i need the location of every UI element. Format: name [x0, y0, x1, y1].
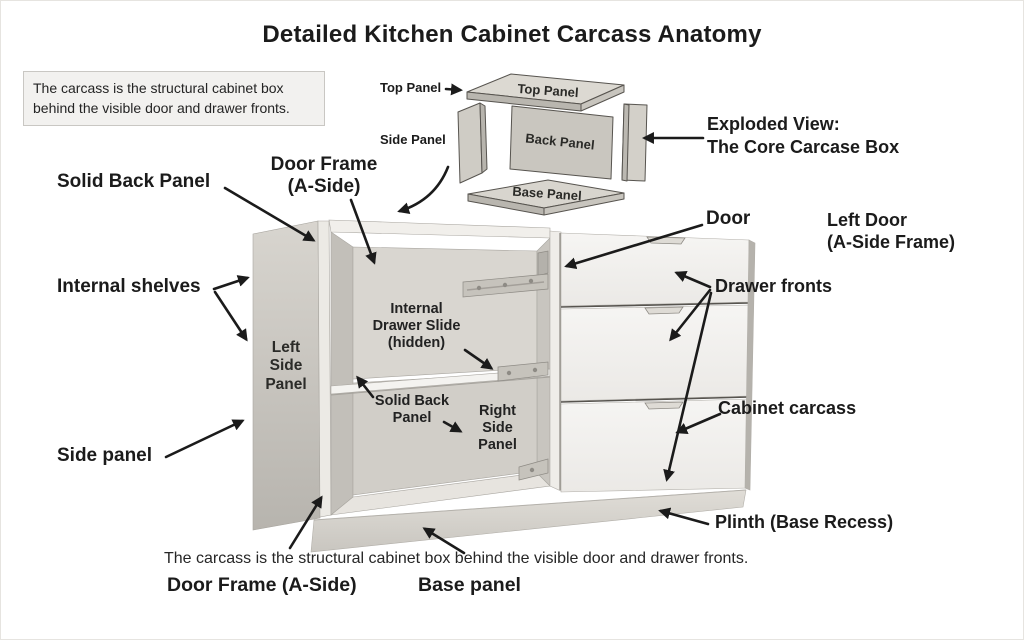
callout-cabinet-carcass: Cabinet carcass: [718, 398, 857, 418]
exploded-view-heading: Exploded View: The Core Carcase Box: [707, 114, 900, 158]
cabinet-divider-stile: [549, 230, 562, 492]
callout-side-panel: Side panel: [57, 445, 153, 466]
footer-base-panel-label: Base panel: [418, 574, 521, 596]
cabinet-interior-left-wall: [330, 231, 354, 516]
callout-internal-shelves: Internal shelves: [57, 276, 201, 297]
drawer-slide-middle: [497, 361, 549, 382]
drawer-slide-upper: [462, 250, 549, 298]
cabinet-solid-back-panel-text: Solid Back Panel: [374, 393, 450, 427]
drawer-slide-lower: [518, 458, 549, 481]
cabinet-top-rail: [328, 219, 551, 239]
plinth-top-edge: [313, 489, 747, 521]
callout-left-door: Left Door (A-Side Frame): [827, 210, 956, 252]
exploded-back-panel: [509, 105, 614, 180]
drawer-gap-1: [560, 302, 750, 308]
cabinet-internal-drawer-slide-text: Internal Drawer Slide (hidden): [372, 301, 461, 352]
drawer-handle-2: [644, 306, 684, 315]
info-box: The carcass is the structural cabinet bo…: [23, 71, 325, 127]
callout-solid-back-panel: Solid Back Panel: [57, 171, 211, 192]
drawer-handle-1: [646, 236, 686, 245]
drawer-handle-3: [644, 401, 684, 410]
footer-caption: The carcass is the structural cabinet bo…: [164, 550, 749, 567]
cabinet-right-edge: [744, 239, 756, 491]
page-title: Detailed Kitchen Cabinet Carcass Anatomy: [262, 21, 762, 48]
exploded-side-panel-pointer-label: Side Panel: [380, 132, 446, 147]
footer-door-frame-label: Door Frame (A-Side): [167, 574, 357, 596]
callout-door-frame-a-side: Door Frame (A-Side): [270, 154, 378, 198]
callout-drawer-fronts: Drawer fronts: [715, 276, 833, 296]
exploded-top-panel-pointer-label: Top Panel: [380, 80, 442, 95]
callout-plinth: Plinth (Base Recess): [715, 512, 894, 532]
drawer-front-2: [560, 304, 750, 402]
exploded-side-panel-left: [457, 102, 488, 184]
exploded-base-panel: [467, 179, 625, 216]
callout-door: Door: [706, 208, 751, 229]
exploded-top-panel: [466, 73, 625, 112]
exploded-side-panel-right: [621, 103, 648, 182]
drawer-gap-2: [560, 396, 750, 403]
cabinet-left-side-panel-text: Left Side Panel: [265, 339, 307, 393]
cabinet-right-side-panel-text: Right Side Panel: [478, 403, 517, 454]
